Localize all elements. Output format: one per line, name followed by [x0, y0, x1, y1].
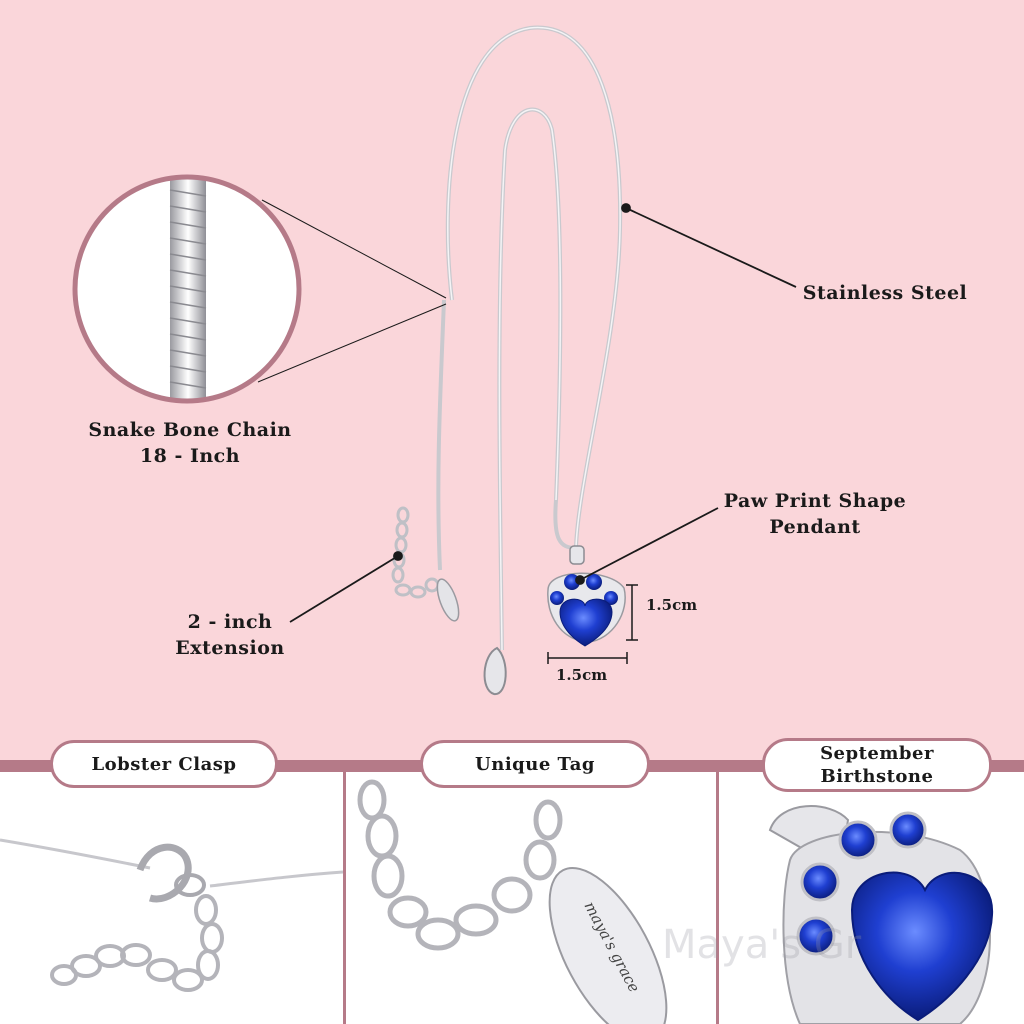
- lobster-clasp-title: Lobster Clasp: [91, 753, 237, 775]
- paw-pendant: [547, 545, 626, 647]
- extension-label-line2: Extension: [175, 637, 285, 659]
- lobster-clasp-pill: Lobster Clasp: [50, 740, 278, 788]
- birthstone-title-line1: September: [820, 743, 934, 764]
- snake-chain-label-line2: 18 - Inch: [139, 445, 241, 467]
- extension-label: 2 - inch Extension: [150, 609, 310, 661]
- height-dimension: 1.5cm: [646, 596, 698, 614]
- snake-chain: [436, 25, 623, 651]
- width-dimension: 1.5cm: [556, 666, 608, 684]
- tag-charm: [436, 578, 460, 622]
- birthstone-photo: [768, 805, 994, 1024]
- unique-tag-pill: Unique Tag: [420, 740, 650, 788]
- panel-divider-1: [343, 772, 346, 1024]
- paw-pendant-label-line2: Pendant: [769, 516, 861, 538]
- birthstone-title-line2: Birthstone: [820, 766, 934, 787]
- lobster-clasp: [483, 646, 507, 695]
- dimension-lines: [547, 584, 638, 664]
- chain-zoom-circle: [72, 174, 302, 404]
- brand-watermark: Maya's Gr: [662, 922, 862, 968]
- stainless-steel-label: Stainless Steel: [802, 282, 968, 304]
- callout-lines: [257, 199, 797, 623]
- lobster-clasp-photo: [0, 838, 344, 992]
- paw-pendant-label-line1: Paw Print Shape: [723, 490, 907, 512]
- birthstone-pill: September Birthstone: [762, 738, 992, 792]
- paw-pendant-label: Paw Print Shape Pendant: [700, 488, 930, 540]
- panel-divider-2: [716, 772, 719, 1024]
- snake-chain-label: Snake Bone Chain 18 - Inch: [60, 417, 320, 469]
- unique-tag-photo: maya's grace: [357, 779, 668, 1024]
- unique-tag-title: Unique Tag: [475, 753, 595, 775]
- extension-label-line1: 2 - inch: [187, 611, 273, 633]
- snake-chain-label-line1: Snake Bone Chain: [88, 419, 292, 441]
